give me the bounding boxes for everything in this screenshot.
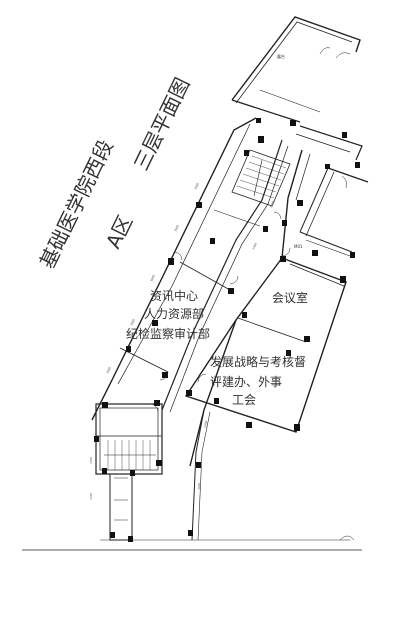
columns [94,136,355,542]
room-a-line-2: 人力资源部 [144,306,204,321]
door-swings [149,211,291,413]
room-b-line-1: 发展战略与考核督 [210,354,306,369]
floor-title: 三层平面图 [129,74,194,174]
svg-text:1800: 1800 [89,493,93,500]
room-a-label: 资讯中心 人力资源部 纪检监察审计部 [126,288,210,341]
main-building-walls [91,117,347,541]
svg-text:1800: 1800 [89,457,93,464]
building-title: 基础医学院西段 [35,136,118,272]
terrace-label: 露台 [277,53,285,59]
svg-text:2400: 2400 [269,200,275,208]
room-a-line-3: 纪检监察审计部 [126,326,210,341]
upper-stair [231,149,291,207]
svg-text:2400: 2400 [203,420,208,428]
svg-text:3600: 3600 [149,274,156,282]
right-upper-wing: M01 [294,125,369,257]
room-b-label: 发展战略与考核督 评建办、外事 工会 [210,354,306,407]
svg-text:3600: 3600 [105,366,112,374]
site-baseline [22,535,362,551]
zone-title: A区 [101,211,137,252]
meeting-room-label: 会议室 [272,290,308,305]
svg-text:3600: 3600 [129,318,136,326]
lower-stair [95,403,163,541]
plan-title: 基础医学院西段 三层平面图 A区 [35,74,194,272]
room-b-line-3: 工会 [232,393,256,407]
svg-text:2400: 2400 [251,242,258,250]
dimension-marks: 3600 3600 3600 3600 3600 2400 2400 2400 … [89,182,275,500]
terrace-block: 露台 [231,16,361,138]
room-a-line-1: 资讯中心 [150,288,198,303]
svg-text:3600: 3600 [173,224,180,232]
room-b-line-2: 评建办、外事 [210,374,282,389]
svg-text:3600: 3600 [193,182,200,190]
door-code-label: M01 [294,244,303,249]
svg-text:3000: 3000 [197,482,201,490]
